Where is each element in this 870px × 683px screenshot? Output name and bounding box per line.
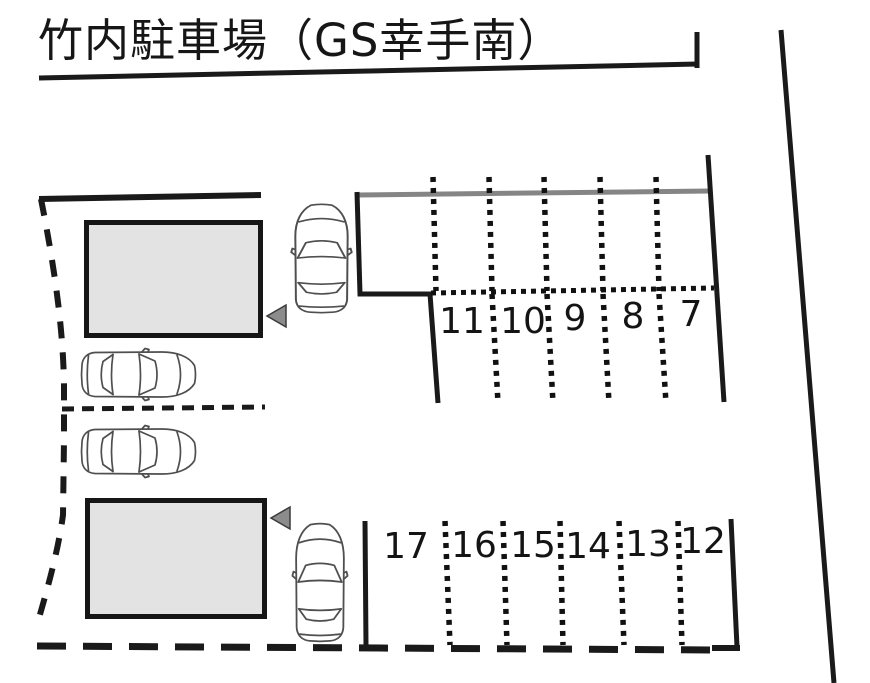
building-block-lower — [85, 498, 267, 619]
car-top-view-icon — [80, 347, 197, 402]
dotted-divider — [541, 176, 550, 292]
dotted-divider — [430, 176, 439, 292]
upper-left-boundary-line — [38, 192, 262, 202]
parking-spot-label: 17 — [383, 526, 429, 567]
top-row-right-boundary — [705, 154, 727, 403]
dotted-divider — [656, 293, 669, 404]
bottom-row-right-boundary — [728, 518, 740, 648]
bottom-row-dotted-dividers — [442, 520, 685, 646]
map-title: 竹内駐車場（GS幸手南） — [38, 14, 564, 67]
left-dashed-boundary — [36, 198, 67, 619]
top-row-left-step-boundary — [354, 191, 441, 404]
parking-spot-label: 8 — [621, 296, 645, 337]
parking-spot-label: 9 — [563, 298, 587, 339]
dotted-divider — [500, 520, 510, 646]
middle-dashed-divider — [61, 404, 266, 412]
title-underline — [38, 61, 699, 81]
building-block-upper — [84, 220, 263, 338]
parking-spot-label: 10 — [500, 301, 546, 342]
top-row-upper-dotted-dividers — [430, 176, 662, 292]
parking-spot-label: 13 — [625, 524, 671, 565]
parking-spot-label: 16 — [451, 525, 497, 566]
top-row-road-bar — [356, 188, 711, 198]
dotted-divider — [442, 520, 453, 646]
bottom-row-left-boundary — [362, 520, 369, 647]
parking-spot-label: 11 — [439, 301, 485, 342]
parking-spot-label: 14 — [565, 526, 611, 567]
car-top-view-icon — [290, 203, 353, 314]
dotted-divider — [616, 520, 627, 646]
dotted-divider — [600, 293, 612, 404]
parking-spot-label: 7 — [679, 294, 703, 335]
dotted-divider — [544, 293, 556, 404]
triangle-left-icon — [265, 303, 287, 329]
dotted-divider — [597, 176, 606, 292]
dotted-divider — [489, 293, 501, 404]
car-top-view-icon — [80, 424, 197, 479]
right-boundary-line — [778, 29, 837, 683]
dotted-divider — [557, 520, 566, 646]
dotted-divider — [675, 520, 685, 646]
bottom-dashed-boundary — [36, 642, 714, 654]
parking-spot-label: 15 — [510, 525, 556, 566]
triangle-left-icon — [269, 505, 291, 531]
top-row-lower-dotted-dividers — [489, 293, 669, 404]
car-top-view-icon — [291, 522, 349, 643]
top-row-horizontal-dotted-line — [430, 285, 715, 296]
parking-spot-label: 12 — [680, 521, 726, 562]
dotted-divider — [486, 176, 495, 292]
dotted-divider — [653, 176, 662, 292]
